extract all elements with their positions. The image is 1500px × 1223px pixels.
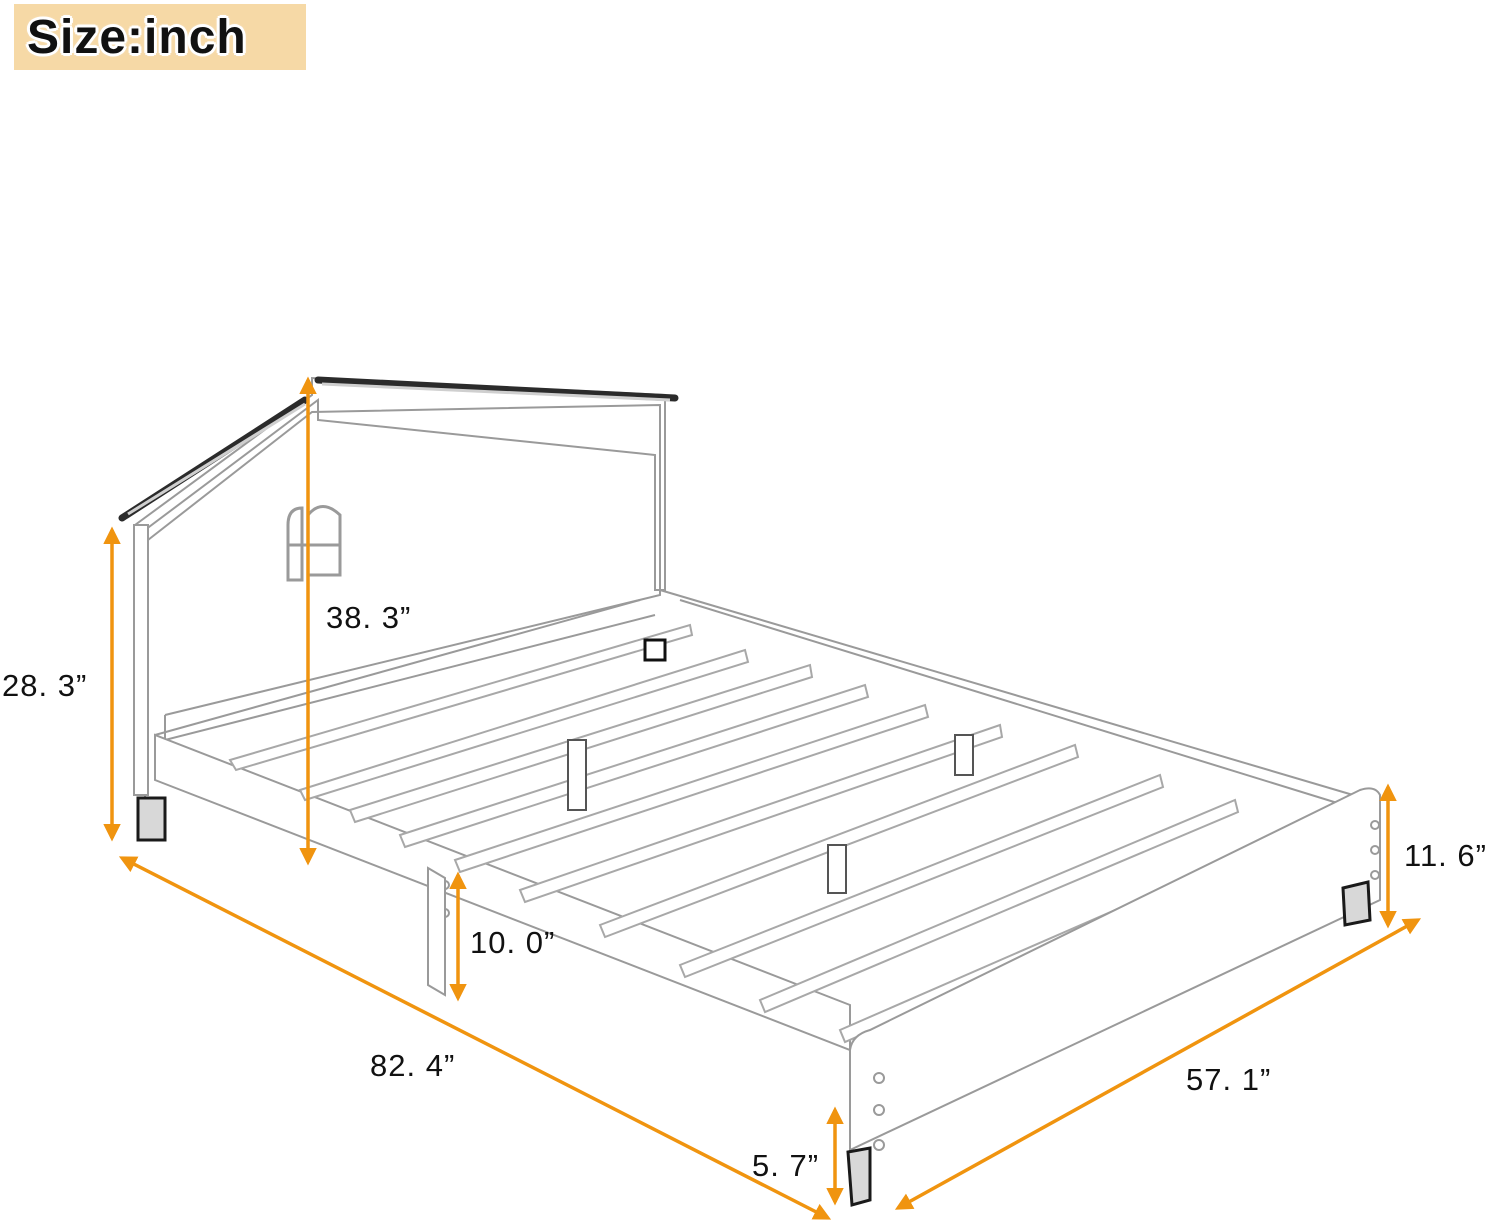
label-width: 57. 1” xyxy=(1186,1062,1272,1097)
label-headboard-side-height: 28. 3” xyxy=(2,668,88,703)
window-cutout xyxy=(286,505,342,582)
arrow-length xyxy=(118,856,832,1220)
legs xyxy=(136,796,1372,1207)
label-length: 82. 4” xyxy=(370,1048,456,1083)
unit-badge: Size:inch xyxy=(14,4,306,70)
label-leg-clearance: 5. 7” xyxy=(752,1148,820,1183)
label-footboard-height: 11. 6” xyxy=(1404,838,1487,873)
front-left-post xyxy=(427,866,446,997)
label-side-rail-height: 10. 0” xyxy=(470,925,556,960)
unit-label: Size:inch xyxy=(27,11,247,64)
arrow-width xyxy=(894,918,1422,1210)
label-headboard-peak-height: 38. 3” xyxy=(326,600,412,635)
dimension-arrows xyxy=(103,376,1422,1220)
side-rail-back xyxy=(659,589,1371,811)
